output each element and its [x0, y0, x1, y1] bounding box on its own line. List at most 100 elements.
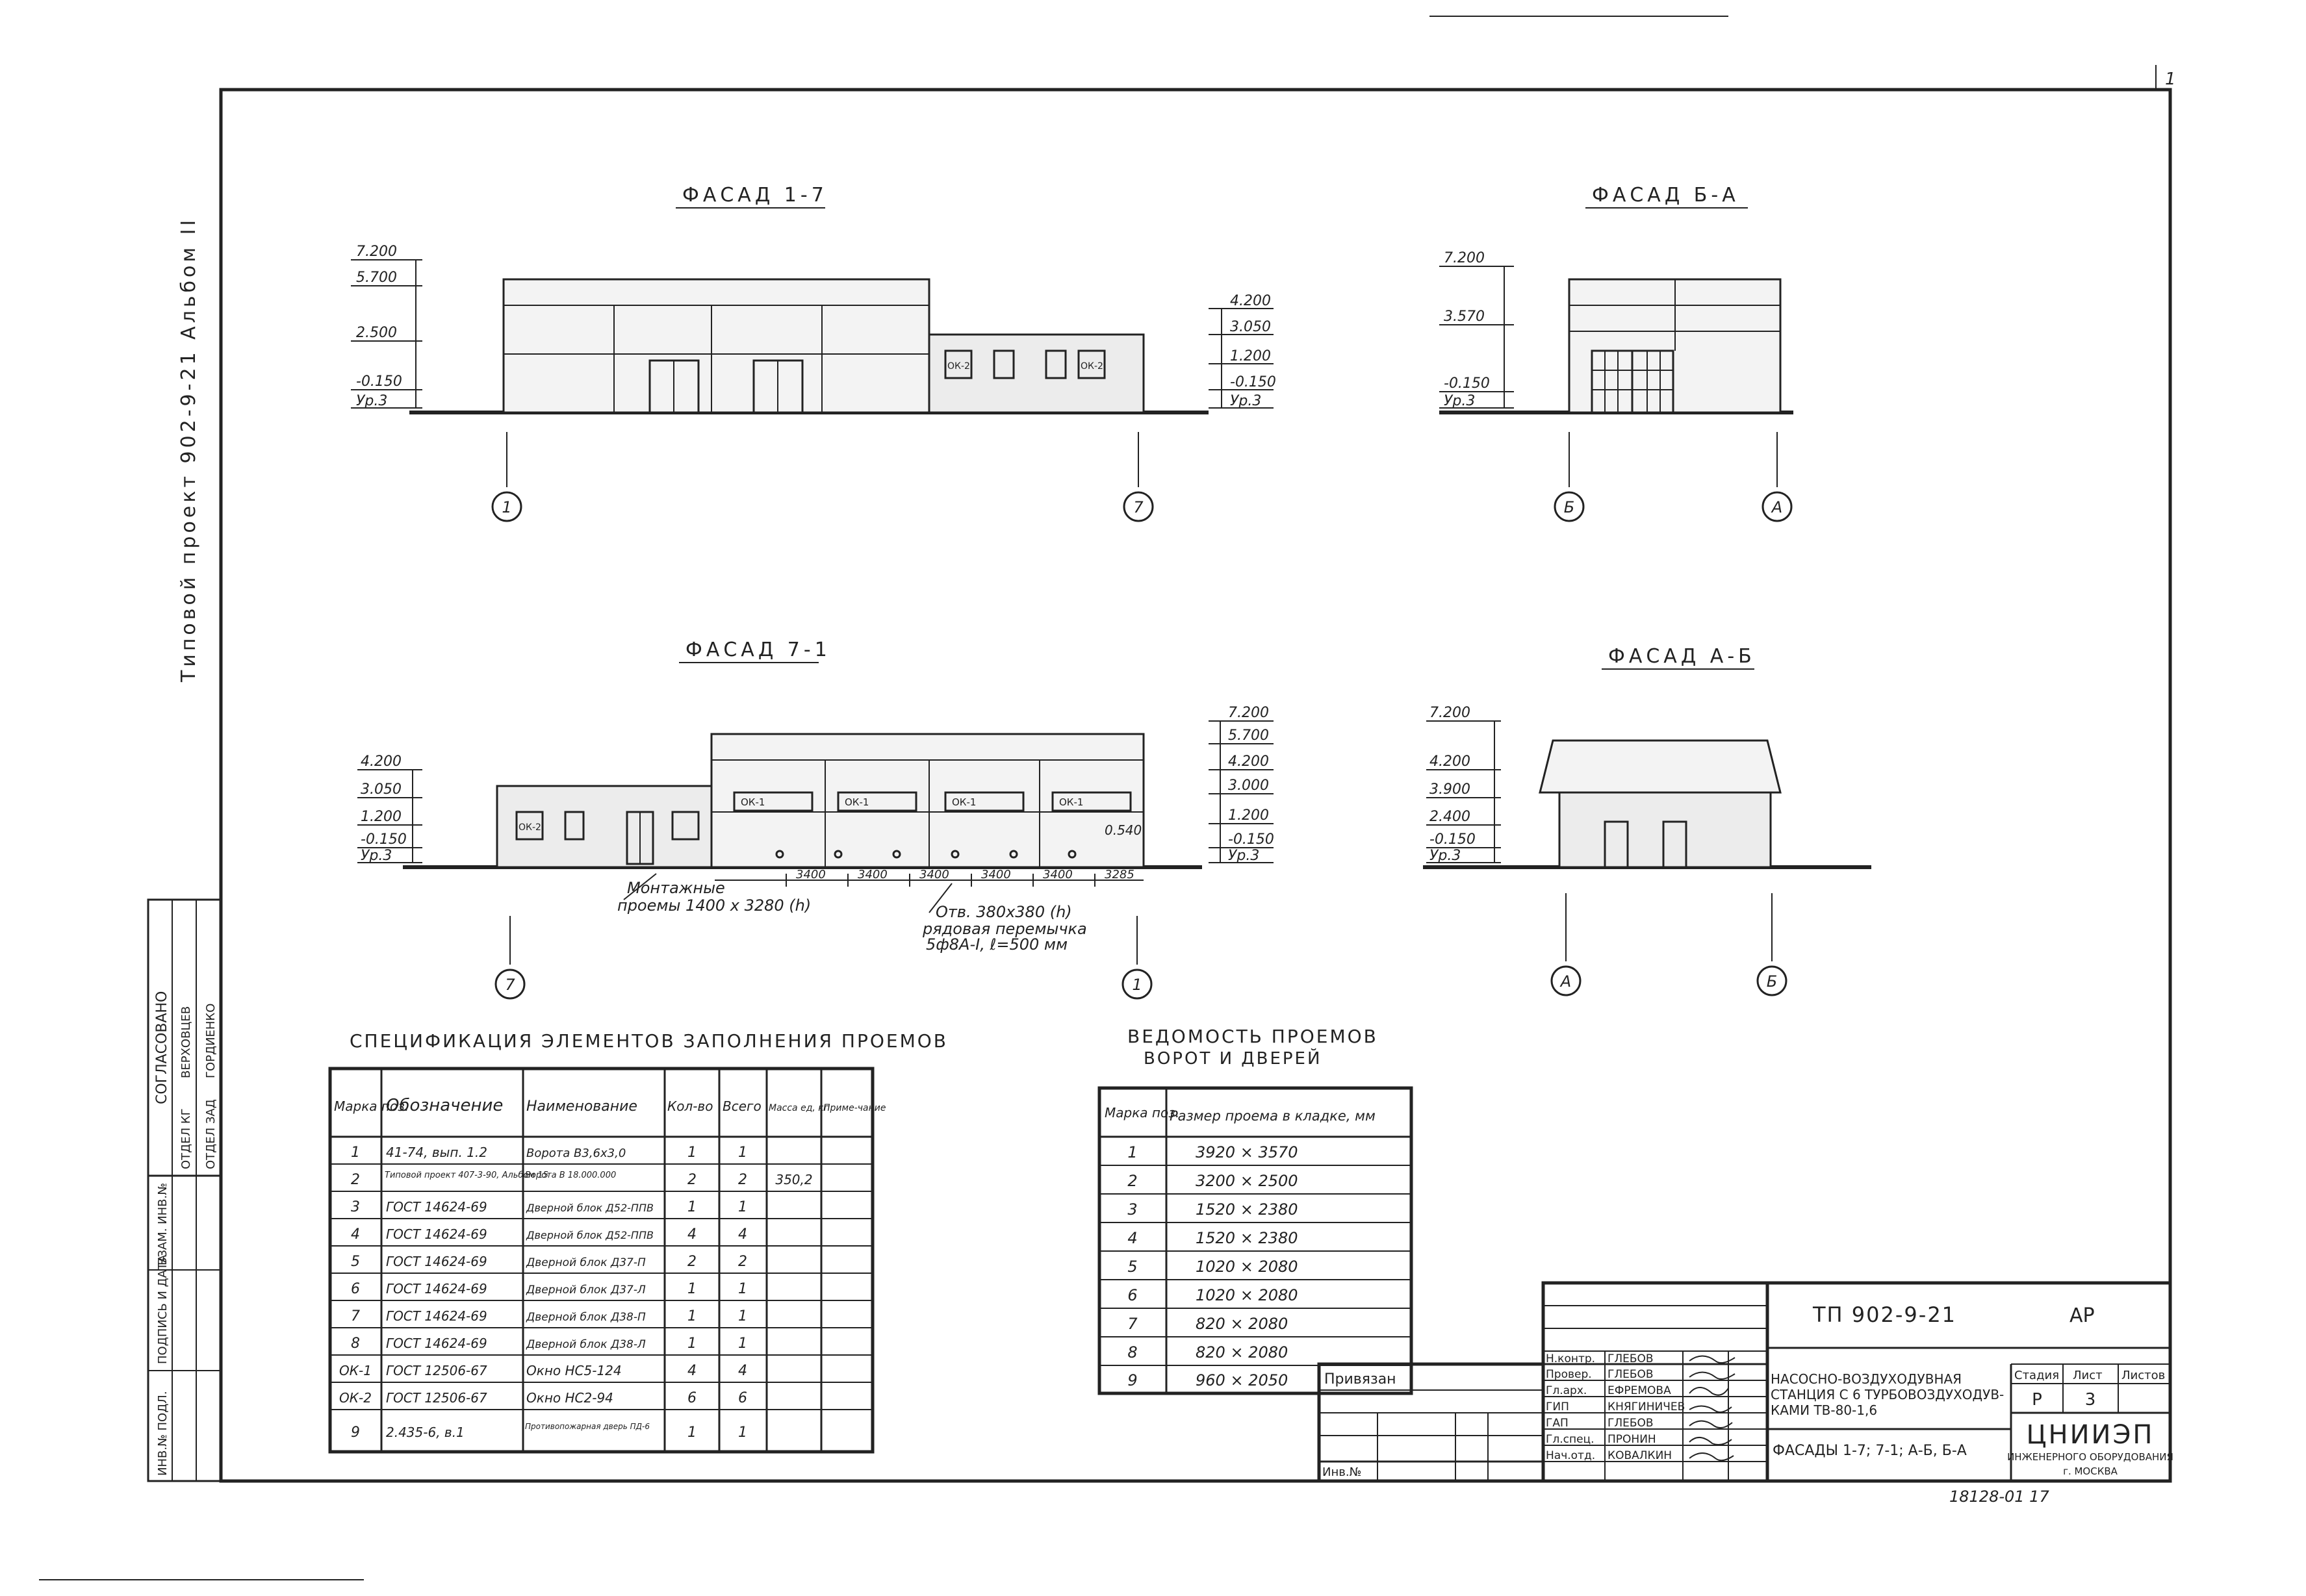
spec-cell: 1: [738, 1199, 747, 1215]
spec-cell: Дверной блок Д38-Л: [526, 1338, 646, 1351]
spec-cell: ГОСТ 14624-69: [386, 1199, 487, 1215]
title-block: Привязан Инв.№ Н.контр. ГЛЕБОВ Провер. Г…: [1317, 1281, 2173, 1483]
signature-mark: [1689, 1387, 1729, 1396]
level-label: 3.050: [361, 781, 402, 798]
spec-cell: 1: [351, 1145, 360, 1161]
level-label: Ур.3: [1429, 848, 1461, 864]
ved-header: Марка поз.: [1105, 1105, 1179, 1121]
level-note: 0.540: [1105, 822, 1142, 838]
spec-cell: Дверной блок Д52-ППВ: [526, 1229, 654, 1241]
dim-label: 3400: [1043, 868, 1073, 881]
level-label: 7.200: [1429, 705, 1470, 721]
inv-label: Инв.№: [1322, 1465, 1361, 1479]
spec-header: Приме-чание: [823, 1103, 886, 1113]
stamp-name-1: ВЕРХОВЦЕВ: [179, 1006, 193, 1078]
axis-label: 1: [502, 498, 511, 516]
level-label: 5.700: [356, 270, 397, 286]
ved-cell: 7: [1127, 1315, 1138, 1333]
openings-schedule: ВЕДОМОСТЬ ПРОЕМОВ ВОРОТ И ДВЕРЕЙ Марка п…: [1097, 1026, 1413, 1395]
level-label: 3.000: [1228, 778, 1269, 794]
level-marks: 7.200 3.570 -0.150 Ур.3: [1439, 250, 1514, 409]
level-label: -0.150: [361, 831, 407, 848]
facade-title: ФАСАД А-Б: [1608, 645, 1756, 668]
axis-label: Б: [1564, 498, 1574, 516]
level-label: Ур.3: [1444, 393, 1475, 409]
dim-label: 3285: [1105, 868, 1134, 881]
axis-bubble: [1121, 969, 1153, 1000]
dim-label: 3400: [981, 868, 1011, 881]
spec-cell: 1: [738, 1336, 747, 1352]
spec-header: Кол-во: [667, 1098, 713, 1114]
level-label: 4.200: [1230, 293, 1271, 309]
org-name: ЦНИИЭП: [2027, 1420, 2155, 1450]
ved-cell: 3: [1127, 1200, 1137, 1219]
stamp-vzam-inv: ВЗАМ. ИНВ.№: [156, 1183, 170, 1265]
spec-cell: 1: [738, 1281, 747, 1297]
spec-cell: 2: [738, 1254, 747, 1270]
level-label: 2.400: [1429, 809, 1470, 825]
spec-cell: 2: [687, 1172, 697, 1188]
level-marks-right: 4.200 3.050 1.200 -0.150 Ур.3: [1209, 293, 1276, 409]
project-code: ТП 902-9-21: [1812, 1302, 1956, 1327]
level-label: 2.500: [356, 325, 397, 341]
signature-mark: [1689, 1437, 1732, 1445]
org-sub: ИНЖЕНЕРНОГО ОБОРУДОВАНИЯ: [2007, 1451, 2173, 1463]
ved-title-2: ВОРОТ И ДВЕРЕЙ: [1144, 1048, 1322, 1069]
spec-cell: Дверной блок Д38-П: [526, 1311, 646, 1324]
spec-cell: ГОСТ 14624-69: [386, 1308, 487, 1324]
facade-a-b: ФАСАД А-Б 7.200 4.200 3.900 2.400 -0.150…: [1423, 645, 1871, 996]
footer-number: 18128-01 17: [1949, 1488, 2049, 1506]
axis-bubble: [494, 969, 526, 1000]
sheet-header: Лист: [2073, 1369, 2103, 1382]
spec-cell: 2.435-6, в.1: [386, 1425, 465, 1440]
spec-cell: 2: [687, 1254, 697, 1270]
spec-cell: 3: [351, 1199, 360, 1215]
level-label: -0.150: [1230, 374, 1276, 390]
signature-mark: [1689, 1405, 1732, 1413]
level-label: -0.150: [1228, 831, 1274, 848]
stage-value: Р: [2032, 1390, 2042, 1410]
spec-cell: ГОСТ 12506-67: [386, 1390, 487, 1406]
note-opening-3: 5ф8А-I, ℓ=500 мм: [926, 935, 1068, 954]
ved-rows: 1 3920 × 3570 2 3200 × 2500 3 1520 × 238…: [1127, 1143, 1298, 1389]
spec-header: Всего: [723, 1098, 762, 1114]
spec-cell: 4: [687, 1363, 697, 1379]
spec-cell: 6: [351, 1281, 360, 1297]
ved-cell: 6: [1127, 1286, 1137, 1304]
spec-cell: ГОСТ 14624-69: [386, 1336, 487, 1351]
facade-b-a: ФАСАД Б-А 7.200 3.570 -0.150 Ур.3 Б А: [1439, 184, 1793, 522]
ved-cell: 1: [1127, 1143, 1137, 1161]
ved-cell: 5: [1127, 1258, 1137, 1276]
name-label: ГЛЕБОВ: [1608, 1352, 1654, 1365]
sheet-mark: 1: [2165, 70, 2176, 89]
sheet-name: ФАСАДЫ 1-7; 7-1; А-Б, Б-А: [1773, 1443, 1967, 1459]
spec-cell: 1: [687, 1145, 697, 1161]
level-marks-left: 4.200 3.050 1.200 -0.150 Ур.3: [357, 754, 422, 864]
level-label: Ур.3: [1228, 848, 1259, 864]
ved-cell: 820 × 2080: [1196, 1315, 1288, 1333]
axis-label: 7: [505, 976, 515, 994]
name-label: ГЛЕБОВ: [1608, 1368, 1654, 1381]
project-name-1: НАСОСНО-ВОЗДУХОДУВНАЯ: [1771, 1371, 1962, 1387]
facade-title: ФАСАД Б-А: [1592, 184, 1739, 207]
axis-bubble: [1756, 965, 1787, 996]
spec-cell: Дверной блок Д37-П: [526, 1256, 646, 1269]
spec-header: Масса ед, кг: [769, 1103, 829, 1113]
spec-cell: 4: [738, 1363, 747, 1379]
spec-cell: 1: [687, 1281, 697, 1297]
dim-label: 3400: [796, 868, 826, 881]
ved-cell: 3920 × 3570: [1196, 1143, 1298, 1161]
ved-cell: 1020 × 2080: [1196, 1286, 1298, 1304]
axis-bubble: [1550, 965, 1582, 996]
spec-header: Марка поз.: [334, 1098, 409, 1114]
level-label: 4.200: [1228, 754, 1269, 770]
ved-cell: 1520 × 2380: [1196, 1229, 1298, 1247]
ved-header: Размер проема в кладке, мм: [1170, 1108, 1376, 1124]
spec-cell: 2: [738, 1172, 747, 1188]
level-label: Ур.3: [361, 848, 392, 864]
level-marks-left: 7.200 5.700 2.500 -0.150 Ур.3: [351, 244, 422, 409]
project-name-2: СТАНЦИЯ С 6 ТУРБОВОЗДУХОДУВ-: [1771, 1387, 2004, 1402]
window-label: ОК-1: [845, 796, 869, 808]
side-stamp: СОГЛАСОВАНО ОТДЕЛ КГ ВЕРХОВЦЕВ ОТДЕЛ ЗАД…: [147, 898, 222, 1482]
axis-bubble: [491, 491, 522, 522]
